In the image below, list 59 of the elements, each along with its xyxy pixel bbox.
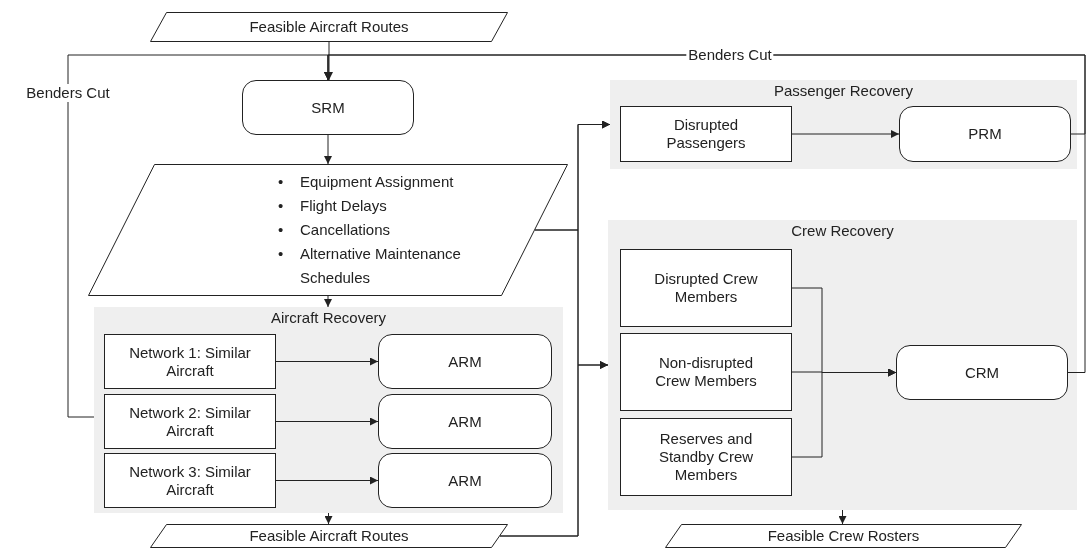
- group-panel: [94, 307, 563, 513]
- node-label: SRM: [311, 98, 345, 117]
- arrow: [324, 512, 333, 525]
- group-title: Passenger Recovery: [772, 82, 915, 100]
- process-box: [620, 418, 792, 496]
- node-label: ARM: [448, 412, 482, 431]
- node-label: Network 1: Similar Aircraft: [128, 343, 252, 380]
- arrow: [275, 476, 379, 485]
- node-label: PRM: [968, 125, 1002, 143]
- node-label: ARM: [448, 352, 482, 371]
- rounded-process-box: [378, 334, 552, 389]
- process-box: [620, 249, 792, 327]
- bullet: •: [278, 220, 285, 240]
- group-panel: [608, 220, 1077, 510]
- list-item: Alternative Maintenance Schedules: [300, 244, 462, 288]
- data-parallelogram: [150, 524, 508, 548]
- arrow: [324, 134, 332, 165]
- list-item: Flight Delays: [300, 196, 388, 216]
- data-parallelogram: [88, 164, 568, 296]
- bullet: •: [278, 172, 285, 192]
- node-label: Disrupted Passengers: [665, 116, 747, 152]
- rounded-process-box: [242, 80, 414, 135]
- edge-label: Benders Cut: [24, 84, 112, 102]
- data-parallelogram: [150, 12, 508, 42]
- bullet: •: [278, 244, 285, 264]
- node-label: Network 2: Similar Aircraft: [128, 403, 252, 440]
- arrow: [791, 368, 897, 458]
- process-box: [104, 334, 276, 389]
- rounded-process-box: [896, 345, 1068, 400]
- list-item: Equipment Assignment: [300, 172, 455, 192]
- node-label: Network 3: Similar Aircraft: [128, 462, 252, 499]
- group-title: Crew Recovery: [790, 222, 895, 240]
- node-label: CRM: [964, 363, 1000, 382]
- node-label: Non-disrupted Crew Members: [654, 354, 758, 390]
- process-box: [620, 106, 792, 162]
- node-label: Feasible Aircraft Routes: [249, 527, 409, 545]
- data-parallelogram: [665, 524, 1022, 548]
- process-box: [104, 453, 276, 508]
- arrow: [499, 361, 609, 537]
- arrow: [838, 509, 847, 525]
- group-title: Aircraft Recovery: [270, 309, 387, 327]
- list-item: Cancellations: [300, 220, 392, 240]
- node-label: Reserves and Standby Crew Members: [657, 430, 755, 484]
- arrow: [324, 54, 1086, 373]
- rounded-process-box: [899, 106, 1071, 162]
- rounded-process-box: [378, 453, 552, 508]
- bullet: •: [278, 196, 285, 216]
- node-label: Disrupted Crew Members: [653, 270, 759, 306]
- process-box: [620, 333, 792, 411]
- process-box: [104, 394, 276, 449]
- group-panel: [610, 80, 1077, 169]
- node-label: Feasible Aircraft Routes: [249, 18, 409, 36]
- rounded-process-box: [378, 394, 552, 449]
- arrow: [791, 130, 900, 138]
- arrow: [324, 295, 332, 308]
- node-label: ARM: [448, 471, 482, 490]
- node-label: Feasible Crew Rosters: [767, 527, 920, 545]
- arrow: [275, 417, 379, 426]
- arrow: [275, 357, 379, 366]
